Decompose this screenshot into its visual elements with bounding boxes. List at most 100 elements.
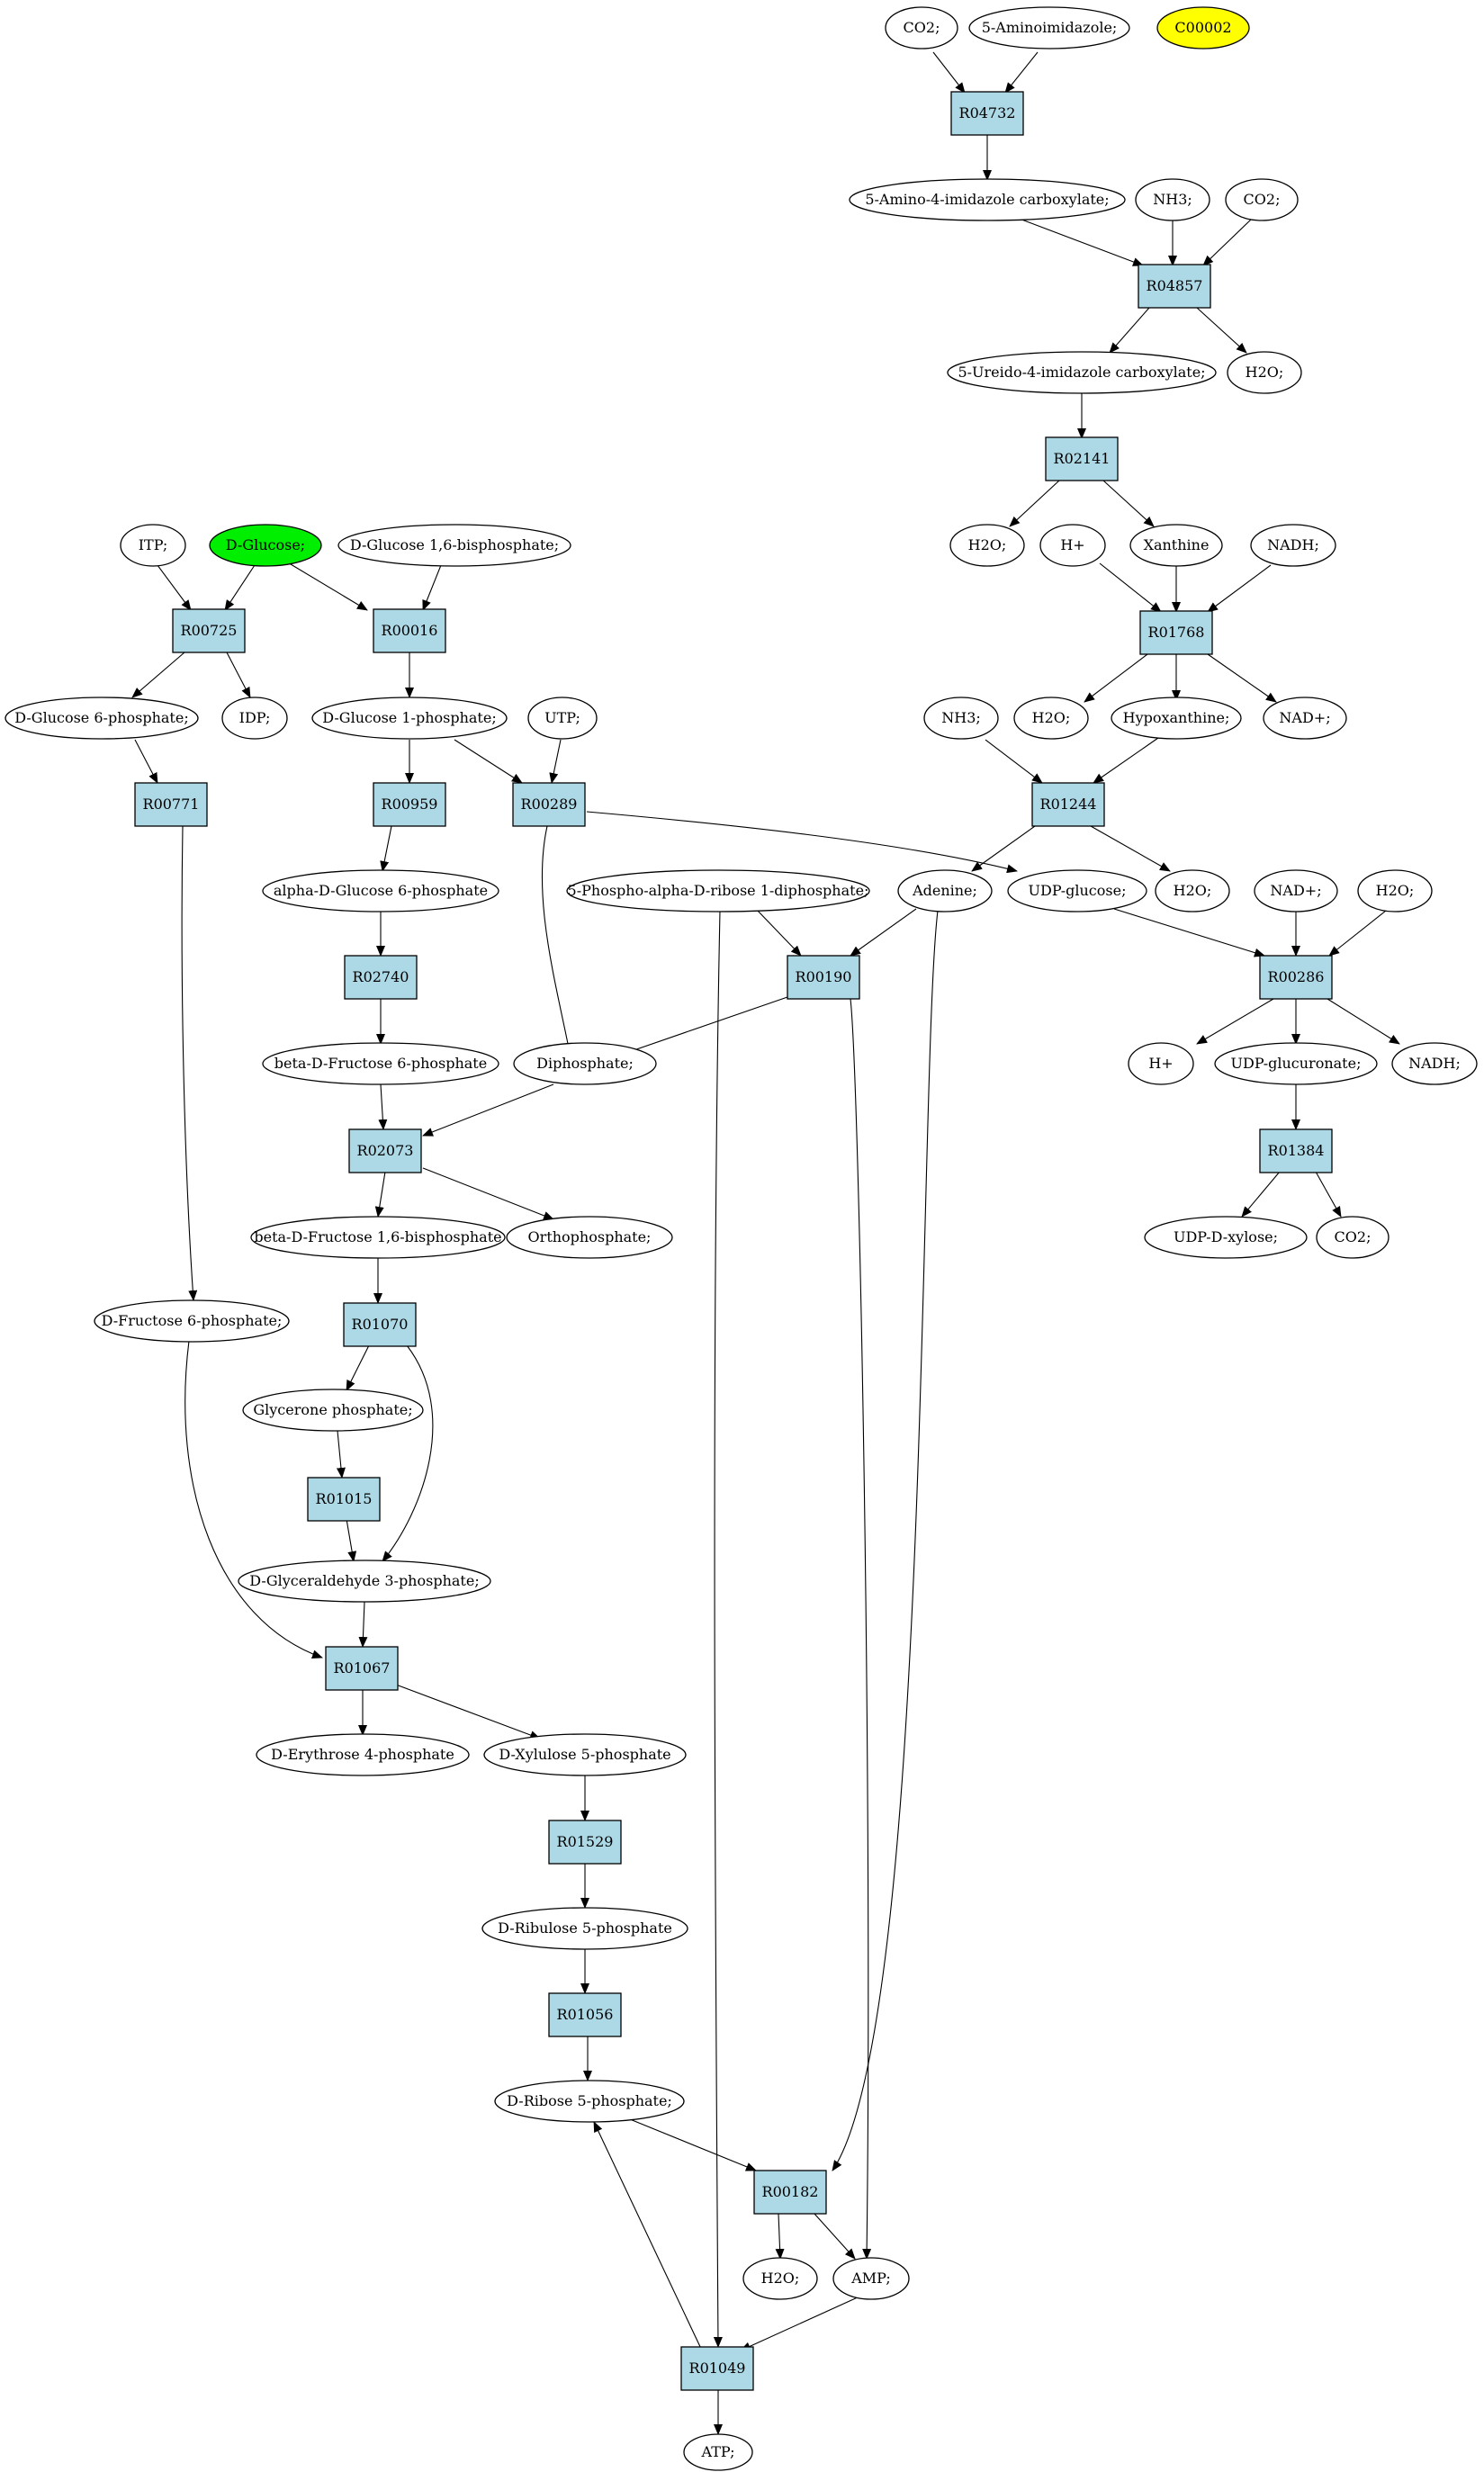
reaction-r00725[interactable]: R00725 (172, 608, 246, 653)
metabolite-label: H2O; (968, 536, 1007, 553)
edge-r01768-to-h2o (1084, 653, 1148, 703)
metabolite-label: H2O; (1246, 364, 1284, 381)
reaction-r00771[interactable]: R00771 (134, 782, 208, 827)
metabolite-h2o: H2O; (742, 2257, 818, 2300)
edge-r00771-to-f6p (181, 825, 198, 1301)
metabolite-diphosphate: Diphosphate; (513, 1042, 657, 1085)
metabolite-label: D-Ribose 5-phosphate; (507, 2092, 672, 2109)
metabolite-ureido-carboxylate: 5-Ureido-4-imidazole carboxylate; (947, 351, 1217, 394)
metabolite-nad-plus: NAD+; (1254, 869, 1338, 912)
metabolite-co2: CO2; (1225, 178, 1299, 221)
metabolite-label: H2O; (1032, 709, 1071, 726)
metabolite-label: NADH; (1408, 1055, 1461, 1072)
reaction-r01384[interactable]: R01384 (1259, 1128, 1333, 1173)
reaction-r00286[interactable]: R00286 (1259, 955, 1333, 1000)
metabolite-label: alpha-D-Glucose 6-phosphate (274, 882, 488, 899)
metabolite-label: UTP; (544, 709, 580, 726)
metabolite-nh3: NH3; (1135, 178, 1210, 221)
metabolite-label: D-Xylulose 5-phosphate (499, 1746, 670, 1763)
metabolite-label: CO2; (904, 19, 940, 36)
metabolite-h2o: H2O; (1013, 697, 1089, 740)
metabolite-label: CO2; (1335, 1228, 1372, 1245)
edge-r04857-to-h2o (1196, 307, 1247, 354)
reaction-r01056[interactable]: R01056 (548, 1992, 622, 2037)
metabolite-label: beta-D-Fructose 1,6-bisphosphate (254, 1228, 501, 1245)
metabolite-label: IDP; (239, 709, 271, 726)
metabolite-label: H2O; (1376, 882, 1415, 899)
edge-r00286-to-nadh (1327, 998, 1400, 1045)
metabolite-glycerone-phosphate: Glycerone phosphate; (242, 1389, 424, 1432)
edge-aminoimidazole-to-r04732 (1004, 51, 1039, 94)
metabolite-glyceraldehyde-3-phosphate: D-Glyceraldehyde 3-phosphate; (238, 1560, 491, 1603)
reaction-r04857[interactable]: R04857 (1138, 264, 1211, 309)
reaction-r00289[interactable]: R00289 (512, 782, 586, 827)
metabolite-h2o: H2O; (1227, 351, 1302, 394)
edge-aica-to-r04857 (1016, 217, 1144, 266)
edge-co2b-to-r04857 (1202, 219, 1252, 266)
reaction-label: R01244 (1040, 796, 1097, 813)
edge-ribose5p-to-r00182 (629, 2118, 757, 2171)
edge-hypoxanthine-to-r01244 (1093, 737, 1159, 784)
metabolite-prpp: 5-Phospho-alpha-D-ribose 1-diphosphate; (566, 869, 870, 912)
reaction-r02141[interactable]: R02141 (1045, 436, 1119, 481)
metabolite-label: D-Glucose 1,6-bisphosphate; (350, 536, 559, 553)
metabolite-h2o: H2O; (949, 524, 1025, 567)
reaction-r02073[interactable]: R02073 (348, 1128, 422, 1173)
reaction-r01244[interactable]: R01244 (1031, 782, 1105, 827)
edge-prpp-to-r00190 (755, 908, 802, 957)
edge-g1p-to-r00289 (454, 739, 523, 784)
reaction-r01768[interactable]: R01768 (1139, 610, 1213, 655)
metabolite-label: UDP-glucose; (1029, 882, 1127, 899)
metabolite-label: 5-Ureido-4-imidazole carboxylate; (958, 364, 1205, 381)
reaction-r00016[interactable]: R00016 (373, 608, 446, 653)
metabolite-idp: IDP; (221, 697, 288, 740)
edge-glucose-to-r00725 (224, 564, 256, 611)
reaction-r01049[interactable]: R01049 (680, 2346, 754, 2391)
reaction-r01529[interactable]: R01529 (548, 1820, 622, 1865)
edge-r00190-to-diphosphate (620, 996, 788, 1056)
metabolite-beta-fructose-6-phosphate: beta-D-Fructose 6-phosphate (262, 1042, 499, 1085)
metabolite-label: NADH; (1267, 536, 1319, 553)
metabolite-label: Hypoxanthine; (1123, 709, 1230, 726)
metabolite-label: ATP; (701, 2443, 735, 2460)
metabolite-label: D-Erythrose 4-phosphate (271, 1746, 454, 1763)
metabolite-label: UDP-D-xylose; (1174, 1228, 1278, 1245)
edge-hplus-to-r01768 (1099, 562, 1162, 613)
metabolite-erythrose-4-phosphate: D-Erythrose 4-phosphate (256, 1733, 470, 1776)
reaction-r01015[interactable]: R01015 (307, 1477, 381, 1522)
edge-r00959-to-ag6p (380, 825, 392, 872)
edge-adenine-to-r00182 (832, 910, 939, 2171)
reaction-r01070[interactable]: R01070 (343, 1302, 417, 1347)
reaction-r04732[interactable]: R04732 (950, 91, 1024, 136)
metabolite-atp: ATP; (683, 2433, 753, 2471)
metabolite-label: D-Ribulose 5-phosphate (498, 1919, 672, 1937)
reaction-label: R04732 (959, 104, 1016, 121)
metabolite-label: C00002 (1174, 19, 1231, 36)
reaction-label: R01768 (1148, 624, 1205, 641)
reaction-r02740[interactable]: R02740 (344, 955, 418, 1000)
reaction-label: R01049 (689, 2360, 746, 2377)
metabolite-label: H+ (1148, 1055, 1173, 1072)
metabolite-label: NAD+; (1279, 709, 1330, 726)
reaction-label: R00190 (796, 968, 852, 985)
edge-r02073-to-orthophosphate (422, 1167, 554, 1220)
metabolite-label: NH3; (1153, 191, 1192, 208)
metabolite-amp: AMP; (832, 2257, 910, 2300)
edge-r01067-to-xylulose (395, 1684, 541, 1739)
metabolite-nadh: NADH; (1391, 1042, 1478, 1085)
edge-r01244-to-adenine (971, 825, 1036, 872)
reaction-r00182[interactable]: R00182 (753, 2170, 827, 2215)
reaction-r00959[interactable]: R00959 (373, 782, 446, 827)
metabolite-nh3: NH3; (923, 697, 999, 740)
metabolite-label: 5-Phospho-alpha-D-ribose 1-diphosphate; (568, 882, 869, 899)
reaction-r00190[interactable]: R00190 (787, 955, 860, 1000)
reaction-label: R01529 (557, 1833, 614, 1850)
edge-nh3b-to-r01244 (985, 739, 1043, 784)
metabolite-label: beta-D-Fructose 6-phosphate (274, 1055, 487, 1072)
reaction-r01067[interactable]: R01067 (325, 1646, 399, 1691)
edge-r01768-to-nad (1207, 653, 1277, 703)
metabolite-label: Orthophosphate; (528, 1228, 652, 1245)
metabolite-label: H2O; (761, 2270, 800, 2287)
metabolite-udp-xylose: UDP-D-xylose; (1144, 1216, 1308, 1259)
